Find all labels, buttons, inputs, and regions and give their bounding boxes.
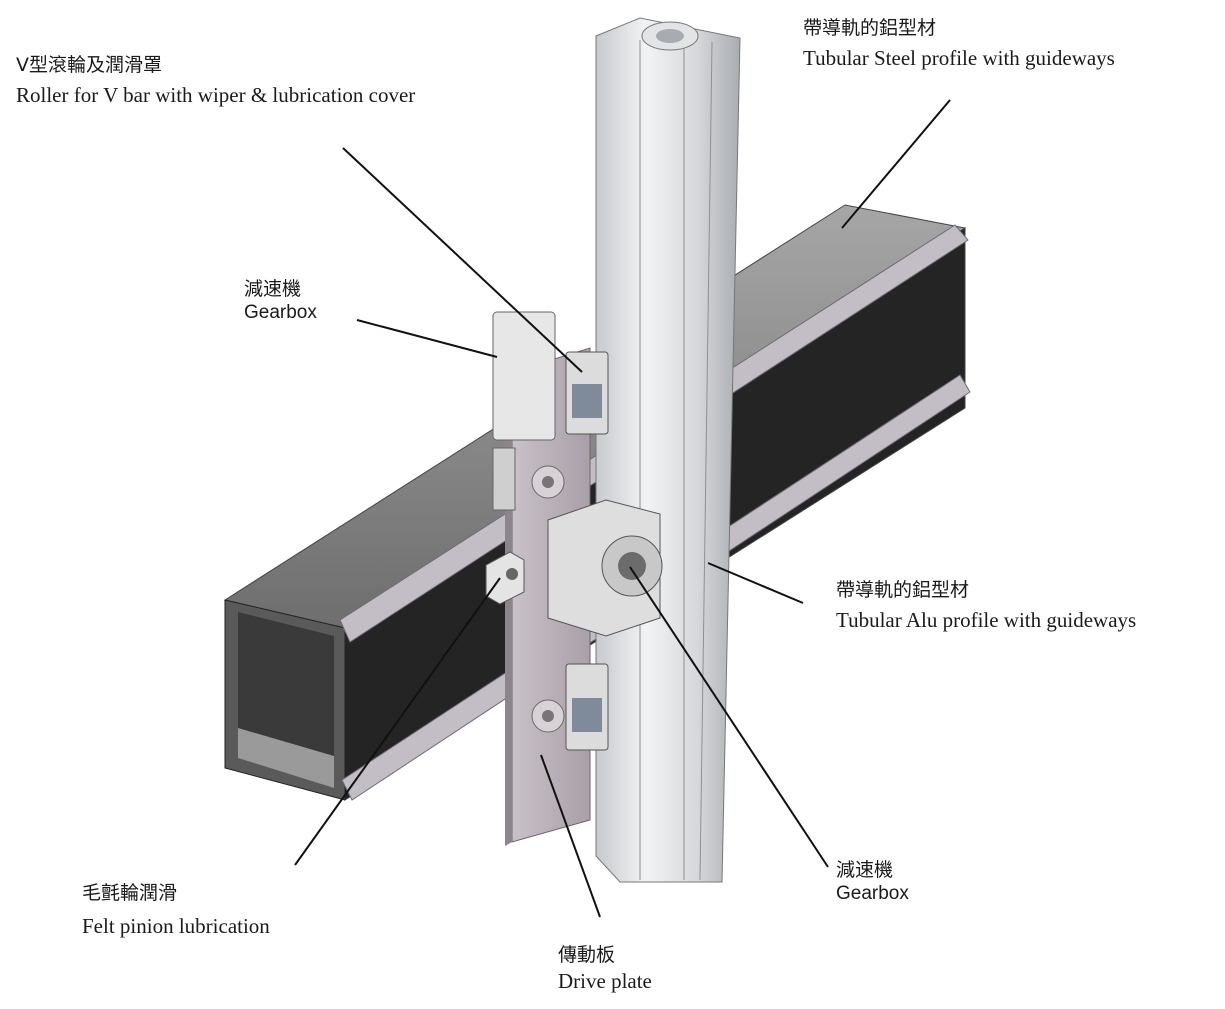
alu-profile xyxy=(595,17,741,883)
leader-line-roller xyxy=(342,147,583,373)
roller-label-en: Roller for V bar with wiper & lubricatio… xyxy=(16,82,416,107)
alu-profile-label-zh: 帶導軌的鋁型材 xyxy=(836,579,970,601)
upper-roller-part xyxy=(565,351,609,435)
gearbox-right-label: 減速機 Gearbox xyxy=(836,859,909,905)
drive-plate-label-zh: 傳動板 xyxy=(558,944,616,966)
drive-plate-edge xyxy=(505,372,512,846)
steel-profile-label: 帶導軌的鋁型材 Tubular Steel profile with guide… xyxy=(803,17,1115,70)
leader-line-felt xyxy=(294,577,501,866)
gearbox-right-label-en: Gearbox xyxy=(836,882,909,904)
alu-profile-label: 帶導軌的鋁型材 Tubular Alu profile with guidewa… xyxy=(836,579,1137,632)
leader-line-gearbox-left xyxy=(356,319,498,358)
felt-label-zh: 毛氈輪潤滑 xyxy=(82,882,178,904)
gearbox-left-label-zh: 減速機 xyxy=(244,278,302,300)
alu-profile-body xyxy=(595,17,741,883)
leader-line-alu-profile xyxy=(707,562,804,604)
lower-roller-part xyxy=(565,663,609,751)
gearbox-left-label-en: Gearbox xyxy=(244,301,317,323)
felt-label-en: Felt pinion lubrication xyxy=(82,913,270,938)
felt-pinion-part xyxy=(485,551,525,605)
drive-plate-label-en: Drive plate xyxy=(558,968,652,993)
steel-profile-label-zh: 帶導軌的鋁型材 xyxy=(803,17,937,39)
steel-profile-inner-floor xyxy=(238,728,334,788)
steel-profile-label-en: Tubular Steel profile with guideways xyxy=(803,45,1115,70)
roller-label-zh: V型滾輪及潤滑罩 xyxy=(16,54,162,76)
alu-profile-label-en: Tubular Alu profile with guideways xyxy=(836,607,1137,632)
center-gearbox-part xyxy=(547,499,663,637)
felt-label: 毛氈輪潤滑 Felt pinion lubrication xyxy=(82,882,270,938)
leader-line-gearbox-right xyxy=(629,566,829,868)
leader-lines xyxy=(294,99,951,918)
gearbox-left-label: 減速機 Gearbox xyxy=(244,278,317,324)
leader-line-drive-plate xyxy=(540,754,601,918)
gearbox-right-label-zh: 減速機 xyxy=(836,859,894,881)
left-gearbox-part xyxy=(492,311,556,511)
leader-line-steel-profile xyxy=(841,99,951,229)
roller-label: V型滾輪及潤滑罩 Roller for V bar with wiper & l… xyxy=(16,54,416,107)
drive-plate-label: 傳動板 Drive plate xyxy=(558,944,652,993)
